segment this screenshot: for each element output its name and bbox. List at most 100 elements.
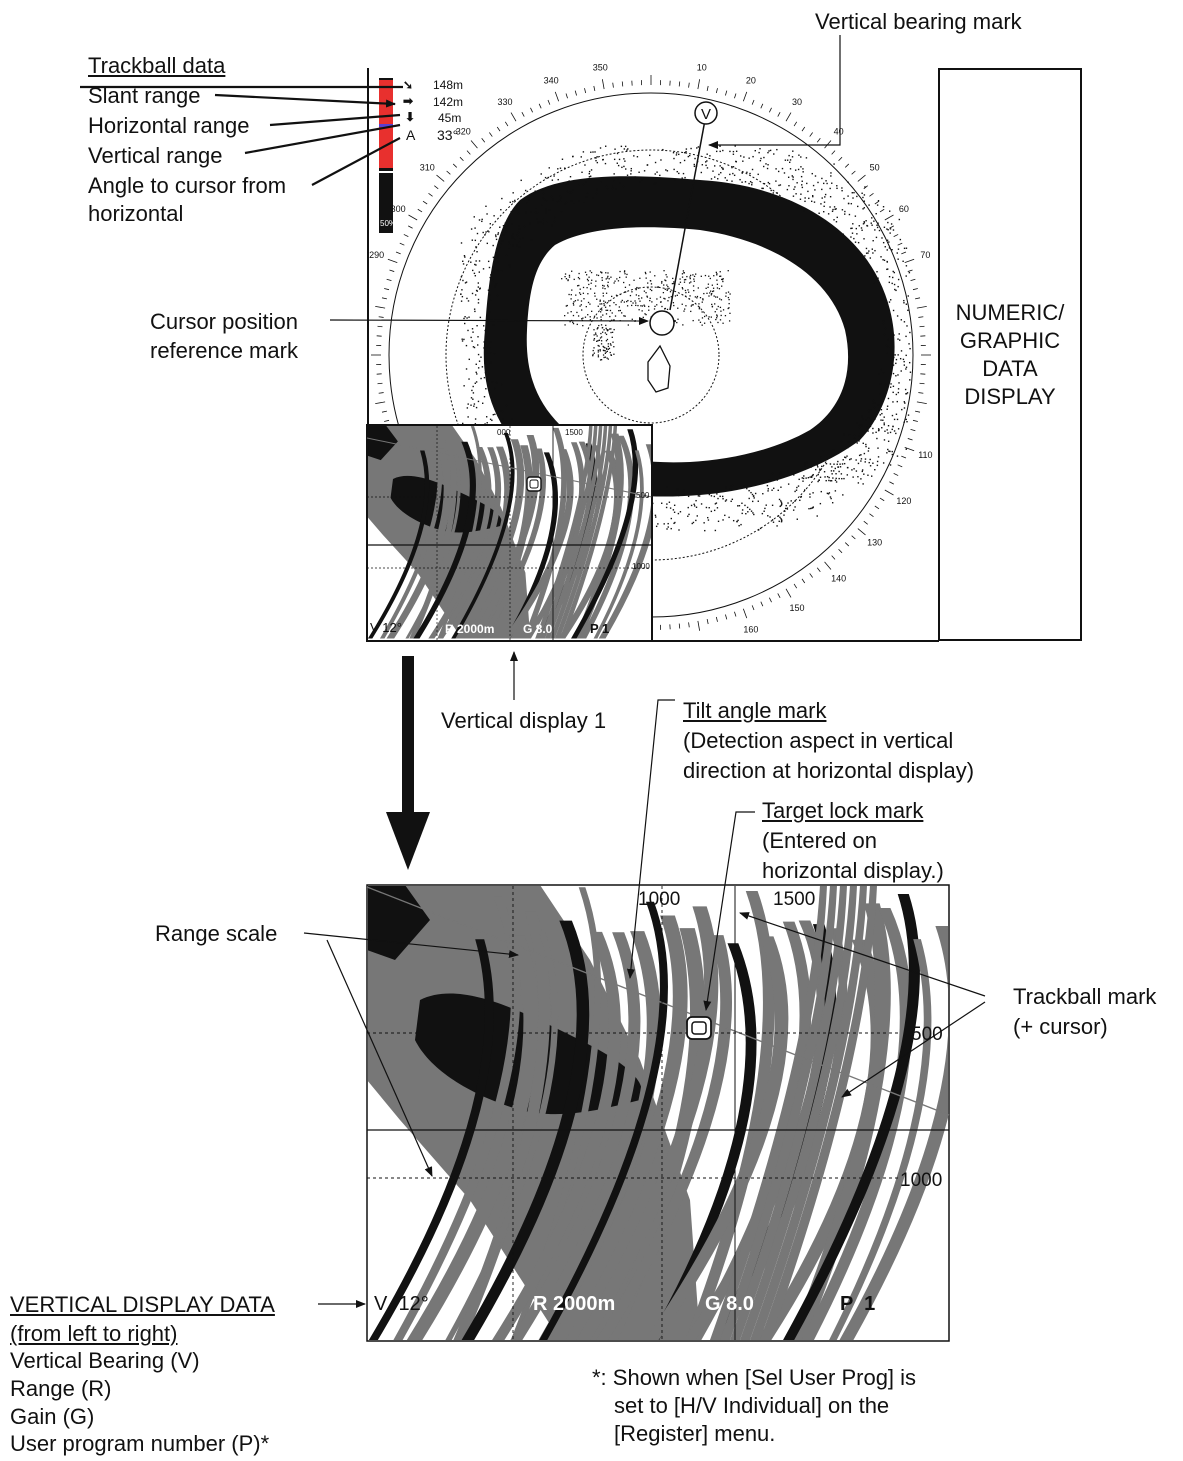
echo-dot — [564, 167, 566, 169]
echo-dot — [649, 288, 652, 291]
echo-dot — [502, 418, 504, 420]
compass-tick — [470, 140, 478, 149]
echo-dot — [787, 502, 789, 504]
echo-dot — [814, 175, 817, 177]
echo-dot — [877, 456, 880, 458]
echo-dot — [512, 236, 514, 239]
echo-dot — [665, 506, 668, 509]
echo-dot — [597, 305, 599, 307]
echo-dot — [843, 197, 845, 200]
echo-dot — [877, 200, 880, 202]
echo-dot — [632, 302, 634, 304]
echo-dot — [787, 470, 789, 473]
echo-dot — [898, 382, 900, 384]
echo-dot — [493, 215, 495, 217]
echo-dot — [578, 272, 580, 275]
echo-dot — [662, 148, 664, 151]
echo-dot — [754, 492, 757, 495]
echo-streak — [783, 893, 920, 1340]
echo-dot — [857, 476, 859, 478]
echo-dot — [637, 304, 639, 307]
echo-dot — [676, 321, 678, 324]
echo-dot — [718, 173, 720, 176]
echo-dot — [864, 461, 866, 463]
echo-dot — [807, 190, 809, 193]
echo-dot — [803, 462, 806, 464]
echo-dot — [689, 295, 691, 297]
echo-dot — [467, 403, 469, 405]
compass-tick — [919, 325, 925, 328]
echo-dot — [759, 147, 761, 150]
echo-dot — [890, 223, 893, 225]
echo-dot — [867, 430, 869, 432]
echo-dot — [624, 160, 626, 162]
echo-dot — [461, 338, 463, 340]
echo-dot — [836, 187, 838, 190]
compass-tick — [884, 214, 894, 221]
echo-dot — [825, 462, 828, 465]
echo-dot — [685, 291, 687, 294]
echo-dot — [854, 215, 857, 217]
echo-streak — [413, 441, 476, 639]
compass-tick — [389, 269, 395, 272]
echo-dot — [836, 216, 838, 219]
echo-dot — [895, 393, 898, 396]
echo-dot — [475, 246, 477, 248]
echo-dot — [636, 286, 638, 289]
echo-dot — [542, 192, 545, 195]
echo-dot — [792, 176, 794, 178]
compass-tick — [809, 132, 813, 137]
echo-dot — [681, 276, 684, 278]
echo-dot — [529, 223, 531, 225]
echo-dot — [483, 376, 486, 379]
echo-dot — [509, 217, 512, 220]
compass-tick — [751, 99, 755, 105]
echo-dot — [752, 155, 754, 158]
echo-dot — [716, 283, 719, 285]
echo-dot — [690, 147, 692, 150]
echo-dot — [705, 164, 707, 167]
echo-dot — [903, 364, 906, 366]
echo-dot — [731, 166, 733, 169]
echo-dot — [877, 277, 879, 279]
echo-dot — [472, 331, 474, 333]
echo-dot — [861, 192, 863, 194]
echo-dot — [842, 233, 844, 235]
echo-dot — [683, 281, 686, 283]
echo-dot — [667, 300, 669, 302]
echo-dot — [871, 248, 874, 250]
angle-value: 33° — [437, 127, 459, 143]
echo-dot — [667, 526, 669, 528]
echo-dot — [708, 493, 711, 496]
echo-dot — [474, 275, 477, 277]
echo-dot — [494, 286, 496, 288]
echo-dot — [646, 295, 648, 297]
echo-dot — [802, 168, 804, 170]
echo-dot — [885, 344, 888, 347]
echo-streak — [596, 935, 733, 1340]
small-scale-top-1: 000 — [497, 428, 511, 437]
echo-streak — [437, 447, 502, 639]
echo-dot — [569, 176, 572, 178]
echo-dot — [838, 477, 840, 480]
echo-dot — [489, 294, 491, 296]
echo-dot — [619, 309, 622, 312]
echo-dot — [712, 491, 714, 493]
echo-dot — [729, 150, 731, 153]
echo-dot — [499, 226, 501, 228]
compass-label: 300 — [391, 204, 406, 214]
echo-dot — [903, 302, 905, 304]
echo-dot — [894, 288, 896, 291]
echo-dot — [559, 195, 561, 197]
echo-dot — [634, 300, 636, 302]
echo-dot — [786, 188, 789, 191]
echo-dot — [882, 258, 884, 261]
echo-dot — [485, 205, 487, 208]
echo-dot — [705, 506, 708, 509]
echo-dot — [599, 147, 602, 149]
compass-tick — [824, 561, 832, 570]
echo-dot — [575, 294, 577, 296]
echo-dot — [873, 406, 876, 409]
echo-dot — [474, 239, 477, 242]
echo-dot — [692, 304, 694, 306]
